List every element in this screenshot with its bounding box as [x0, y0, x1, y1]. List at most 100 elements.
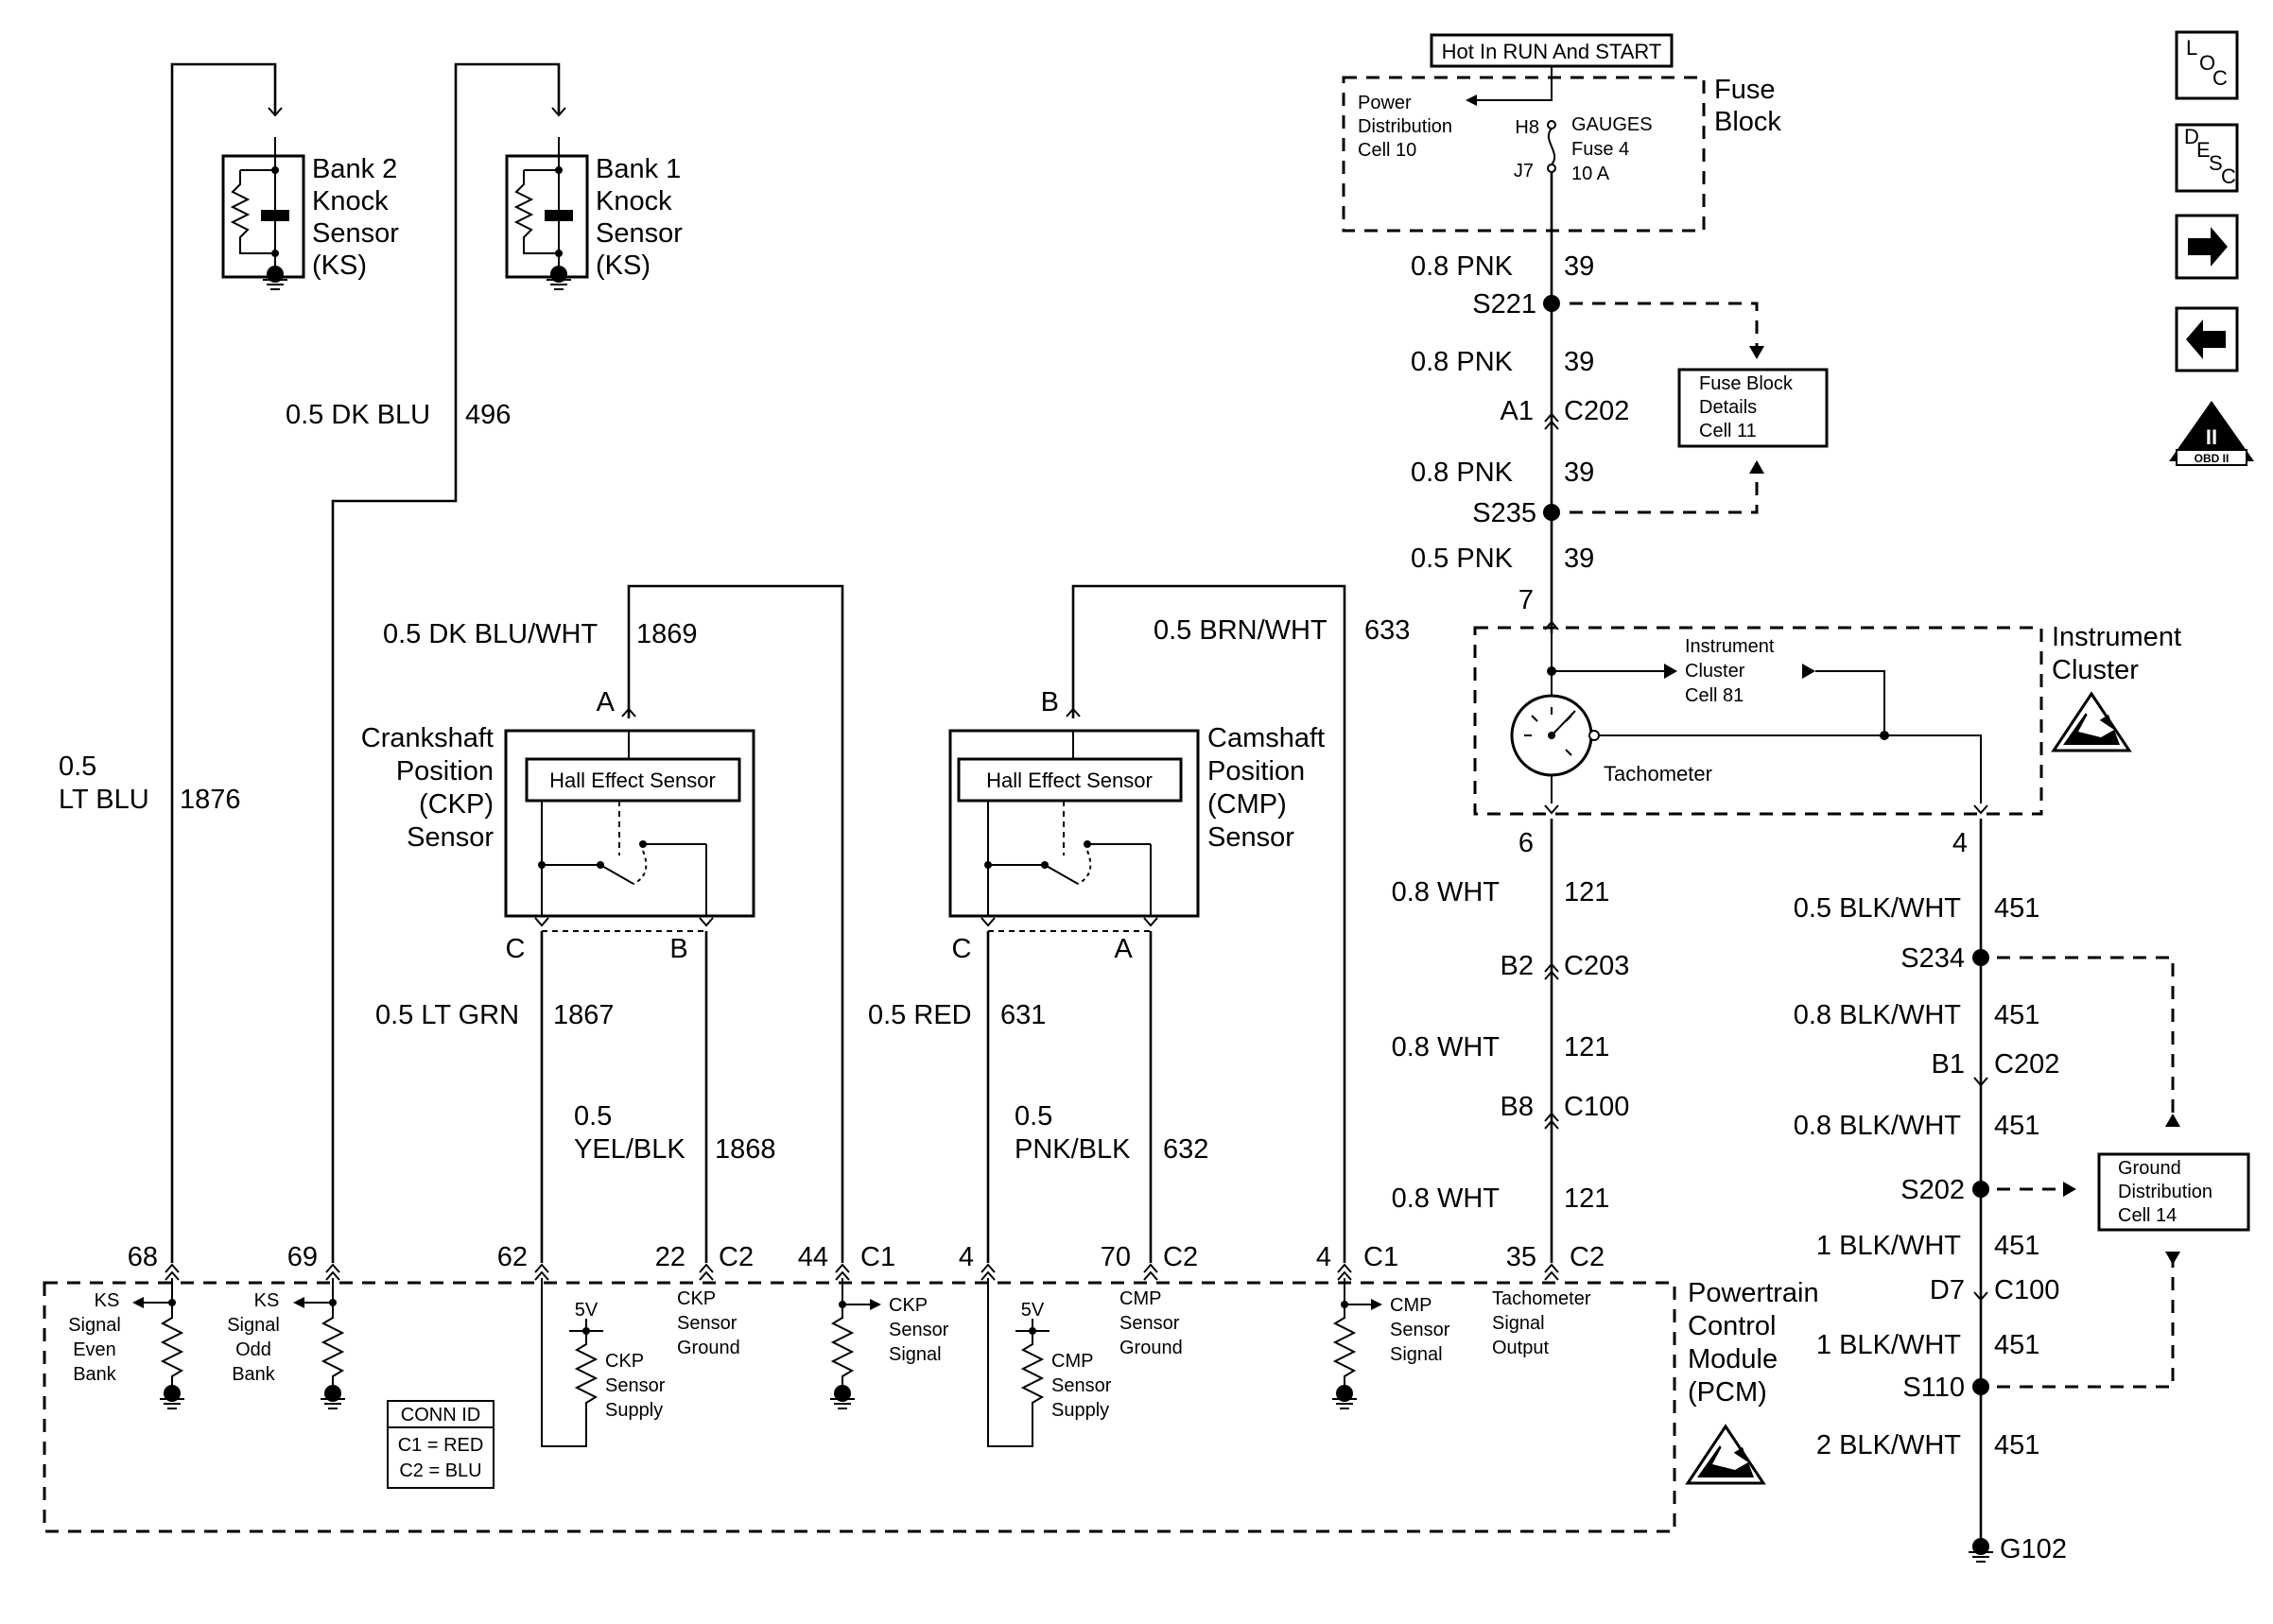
svg-text:S234: S234 [1900, 943, 1965, 974]
svg-text:0.8 PNK: 0.8 PNK [1411, 251, 1514, 282]
svg-text:Tachometer: Tachometer [1604, 762, 1712, 786]
fuse-icon [1547, 120, 1556, 173]
resistor-icon [832, 1304, 853, 1391]
svg-text:C: C [2212, 66, 2228, 90]
resistor-icon [162, 1304, 182, 1391]
svg-text:Position: Position [396, 756, 494, 786]
wire-label-633-color: 0.5 BRN/WHT [1154, 615, 1327, 646]
svg-text:Module: Module [1688, 1344, 1778, 1374]
loc-icon[interactable]: L O C [2175, 30, 2239, 100]
svg-text:Cell 14: Cell 14 [2118, 1205, 2177, 1226]
svg-text:2 BLK/WHT: 2 BLK/WHT [1816, 1430, 1961, 1460]
svg-text:Distribution: Distribution [2118, 1182, 2212, 1202]
svg-text:Signal: Signal [1492, 1313, 1545, 1334]
prev-arrow-icon[interactable] [2175, 306, 2239, 372]
svg-text:S202: S202 [1900, 1175, 1965, 1205]
svg-text:0.8 PNK: 0.8 PNK [1411, 347, 1514, 377]
svg-text:Cell 81: Cell 81 [1685, 685, 1744, 706]
svg-text:Knock: Knock [312, 186, 389, 216]
svg-text:Even: Even [73, 1339, 116, 1360]
wire-label-1876-size: 0.5 [59, 752, 96, 782]
resistor-icon [1022, 1330, 1043, 1417]
splice-s110 [1972, 1378, 1989, 1395]
svg-text:Bank: Bank [73, 1364, 117, 1385]
ground-icon [829, 1384, 856, 1409]
svg-text:Knock: Knock [596, 186, 672, 216]
wire-label-1876-color: LT BLU [59, 785, 149, 815]
svg-text:121: 121 [1564, 877, 1609, 907]
esd-warning-icon [2052, 692, 2131, 752]
svg-text:Output: Output [1492, 1338, 1549, 1358]
wire-label-1876-number: 1876 [180, 785, 241, 815]
svg-text:451: 451 [1994, 1430, 2039, 1460]
svg-text:A: A [1114, 934, 1133, 964]
svg-text:Bank 1: Bank 1 [596, 154, 681, 184]
svg-text:Crankshaft: Crankshaft [361, 723, 494, 753]
cmp-sensor: Hall Effect Sensor B C A Camshaft Positi… [948, 584, 1346, 1263]
svg-text:(KS): (KS) [596, 251, 651, 281]
conn-id-legend: CONN ID C1 = RED C2 = BLU [387, 1400, 495, 1489]
svg-text:4: 4 [1952, 828, 1968, 858]
svg-text:Signal: Signal [68, 1315, 121, 1336]
svg-text:62: 62 [497, 1242, 528, 1272]
next-arrow-icon[interactable] [2175, 214, 2239, 280]
svg-text:451: 451 [1994, 1111, 2039, 1141]
svg-text:Cluster: Cluster [1685, 661, 1745, 682]
svg-text:B2: B2 [1501, 951, 1534, 981]
pcm: Powertrain Control Module (PCM) 68 69 62… [43, 1242, 1819, 1533]
wire-label-1868-size: 0.5 [574, 1101, 612, 1132]
svg-text:Sensor: Sensor [677, 1313, 737, 1334]
svg-text:CKP: CKP [889, 1295, 928, 1316]
svg-text:CKP: CKP [605, 1351, 644, 1372]
svg-text:Bank: Bank [232, 1364, 276, 1385]
svg-text:Signal: Signal [227, 1315, 280, 1336]
svg-text:Powertrain: Powertrain [1688, 1278, 1819, 1308]
svg-text:Details: Details [1699, 397, 1757, 418]
svg-text:451: 451 [1994, 893, 2039, 924]
svg-text:(PCM): (PCM) [1688, 1377, 1767, 1408]
svg-text:A1: A1 [1501, 396, 1534, 426]
svg-text:4: 4 [959, 1242, 974, 1272]
svg-text:C2: C2 [1570, 1242, 1605, 1272]
svg-text:5V: 5V [575, 1300, 599, 1321]
obd-ii-icon[interactable]: OBD II II [2169, 401, 2254, 466]
svg-text:Signal: Signal [889, 1344, 942, 1365]
svg-text:CONN ID: CONN ID [401, 1405, 480, 1425]
svg-text:6: 6 [1518, 828, 1534, 858]
fuse-block-details-ref[interactable]: Fuse Block Details Cell 11 [1677, 368, 1829, 448]
svg-text:S110: S110 [1902, 1373, 1965, 1403]
svg-text:Cell 10: Cell 10 [1358, 140, 1416, 161]
svg-text:C202: C202 [1994, 1049, 2059, 1080]
svg-text:Cell 11: Cell 11 [1699, 421, 1757, 441]
svg-text:(CMP): (CMP) [1207, 789, 1287, 820]
splice-s234 [1972, 949, 1989, 966]
wire-label-631-color: 0.5 RED [868, 1000, 972, 1030]
svg-text:0.8 BLK/WHT: 0.8 BLK/WHT [1794, 1111, 1962, 1141]
wire-label-1867-color: 0.5 LT GRN [375, 1000, 519, 1030]
svg-text:B: B [1041, 687, 1059, 717]
svg-text:KS: KS [254, 1290, 280, 1311]
svg-text:Sensor: Sensor [1051, 1375, 1112, 1396]
knock-sensor-icon [230, 137, 289, 269]
svg-text:C: C [952, 934, 972, 964]
wire-label-633-number: 633 [1364, 615, 1410, 646]
ground-wire-451: 0.5 BLK/WHT 451 S234 0.8 BLK/WHT 451 B1 … [1794, 819, 2180, 1564]
desc-icon[interactable]: D E S C [2175, 123, 2239, 193]
svg-text:451: 451 [1994, 1231, 2039, 1261]
feed-wire-39: 0.8 PNK 39 S221 0.8 PNK 39 A1 C202 0.8 P… [1411, 172, 1764, 633]
bank2-knock-sensor: Bank 2 Knock Sensor (KS) [170, 62, 399, 1263]
instrument-cluster: Instrument Cluster Instrument Cluster Ce… [1473, 622, 2181, 858]
esd-warning-icon [1686, 1425, 1765, 1485]
svg-text:CKP: CKP [677, 1288, 716, 1309]
svg-text:A: A [597, 687, 616, 717]
svg-text:68: 68 [128, 1242, 158, 1272]
svg-text:35: 35 [1506, 1242, 1536, 1272]
svg-text:Position: Position [1207, 756, 1305, 786]
svg-text:Supply: Supply [1051, 1400, 1109, 1421]
ground-icon [1331, 1384, 1358, 1409]
ground-distribution-ref[interactable]: Ground Distribution Cell 14 [2097, 1152, 2250, 1232]
ground-icon [159, 1384, 185, 1409]
wire-label-632-size: 0.5 [1015, 1101, 1052, 1132]
